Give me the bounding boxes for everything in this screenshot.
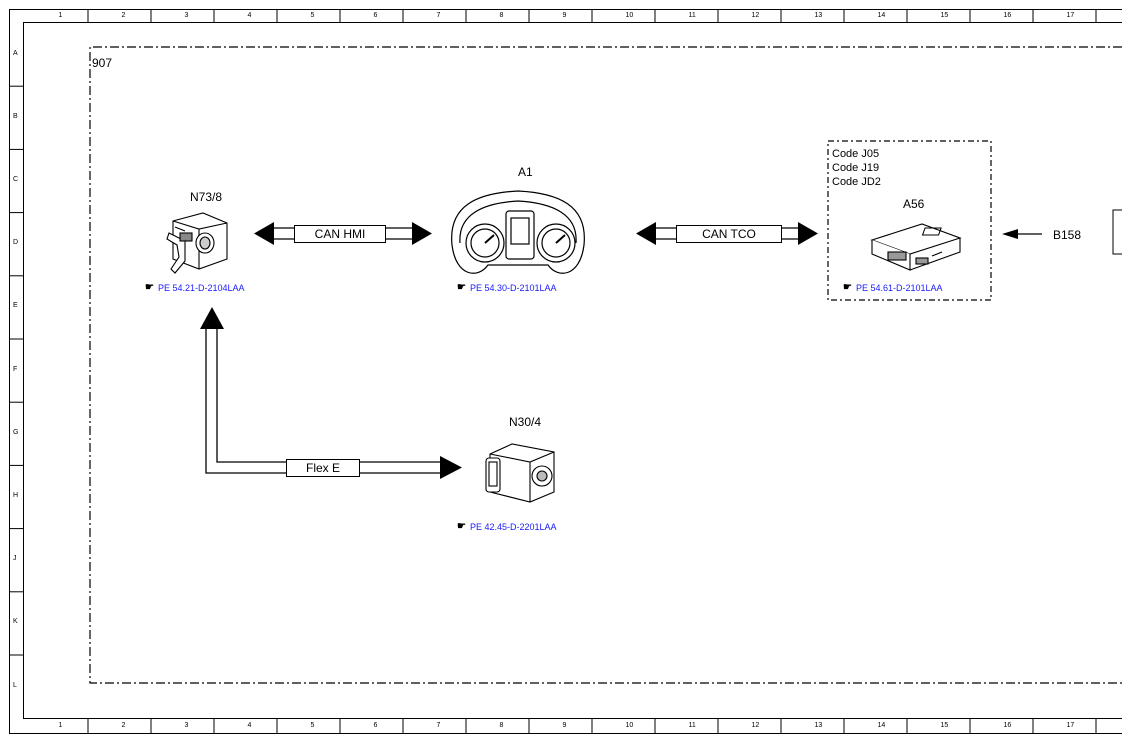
column-label: 3	[184, 722, 189, 729]
control-module-icon	[485, 443, 555, 503]
column-label: 9	[562, 722, 567, 729]
column-label: 12	[751, 722, 760, 729]
column-label: 6	[373, 722, 378, 729]
b158-label: B158	[1053, 228, 1082, 242]
column-label: 4	[247, 722, 252, 729]
ruler-dividers	[10, 10, 1097, 733]
ref-text: PE 54.61-D-2101LAA	[855, 282, 943, 293]
column-label: 17	[1066, 12, 1075, 19]
ref-text: PE 42.45-D-2201LAA	[469, 521, 557, 532]
column-label: 7	[436, 722, 441, 729]
a56-code-box	[827, 140, 992, 301]
row-label: J	[13, 555, 17, 563]
n30-label: N30/4	[509, 415, 542, 429]
column-label: 5	[310, 722, 315, 729]
n73-ref-link[interactable]: ☛ PE 54.21-D-2104LAA	[145, 282, 245, 293]
row-label: F	[13, 365, 18, 373]
ref-text: PE 54.21-D-2104LAA	[157, 282, 245, 293]
a1-label: A1	[518, 165, 533, 179]
a56-label: A56	[903, 197, 925, 211]
inner-frame	[23, 22, 1122, 719]
column-label: 10	[625, 12, 634, 19]
pointing-hand-icon: ☛	[457, 282, 466, 293]
row-label: E	[13, 302, 18, 310]
row-label: G	[13, 428, 19, 436]
column-label: 3	[184, 12, 189, 19]
column-label: 8	[499, 722, 504, 729]
column-label: 7	[436, 12, 441, 19]
column-label: 12	[751, 12, 760, 19]
instrument-cluster-icon	[451, 190, 585, 274]
n30-ref-link[interactable]: ☛ PE 42.45-D-2201LAA	[457, 521, 557, 532]
column-label: 1	[58, 722, 63, 729]
column-label: 13	[814, 12, 823, 19]
code-item: Code J19	[832, 162, 880, 174]
a56-codes: Code J05 Code J19 Code JD2	[832, 147, 881, 189]
pointing-hand-icon: ☛	[843, 282, 852, 293]
code-item: Code J05	[832, 148, 880, 160]
column-label: 14	[877, 722, 886, 729]
b158-arrow	[1002, 229, 1042, 239]
column-label: 2	[121, 722, 126, 729]
column-label: 16	[1003, 722, 1012, 729]
group-label: 907	[92, 56, 113, 70]
row-label: H	[13, 492, 19, 499]
column-label: 2	[121, 12, 126, 19]
cut-off-component-edge	[1112, 209, 1122, 255]
n73-label: N73/8	[190, 190, 223, 204]
ignition-switch-icon	[166, 212, 228, 274]
column-label: 4	[247, 12, 252, 19]
row-label: D	[13, 239, 19, 247]
pointing-hand-icon: ☛	[457, 521, 466, 532]
code-item: Code JD2	[832, 176, 881, 188]
row-label: A	[13, 49, 18, 57]
column-label: 11	[688, 12, 696, 19]
pointing-hand-icon: ☛	[145, 282, 154, 293]
ref-text: PE 54.30-D-2101LAA	[469, 282, 557, 293]
row-label: L	[13, 681, 17, 689]
column-label: 1	[58, 12, 63, 19]
control-unit-icon	[870, 223, 962, 271]
a56-ref-link[interactable]: ☛ PE 54.61-D-2101LAA	[843, 282, 943, 293]
row-label: B	[13, 112, 18, 120]
column-label: 14	[877, 12, 886, 19]
can-tco-bus-label: CAN TCO	[676, 225, 782, 243]
column-label: 8	[499, 12, 504, 19]
can-hmi-bus-label: CAN HMI	[294, 225, 386, 243]
column-label: 9	[562, 12, 567, 19]
outer-frame	[9, 9, 1122, 734]
row-label: C	[13, 176, 19, 183]
column-label: 15	[940, 722, 949, 729]
column-label: 5	[310, 12, 315, 19]
row-label: K	[13, 618, 18, 626]
flex-e-bus-label: Flex E	[286, 459, 360, 477]
flex-e-bus-arrow	[200, 307, 462, 479]
group-907-border	[89, 46, 1122, 684]
column-label: 17	[1066, 722, 1075, 729]
column-label: 16	[1003, 12, 1012, 19]
column-label: 10	[625, 722, 634, 729]
column-label: 11	[688, 722, 696, 729]
a1-ref-link[interactable]: ☛ PE 54.30-D-2101LAA	[457, 282, 557, 293]
column-label: 6	[373, 12, 378, 19]
column-label: 13	[814, 722, 823, 729]
column-label: 15	[940, 12, 949, 19]
